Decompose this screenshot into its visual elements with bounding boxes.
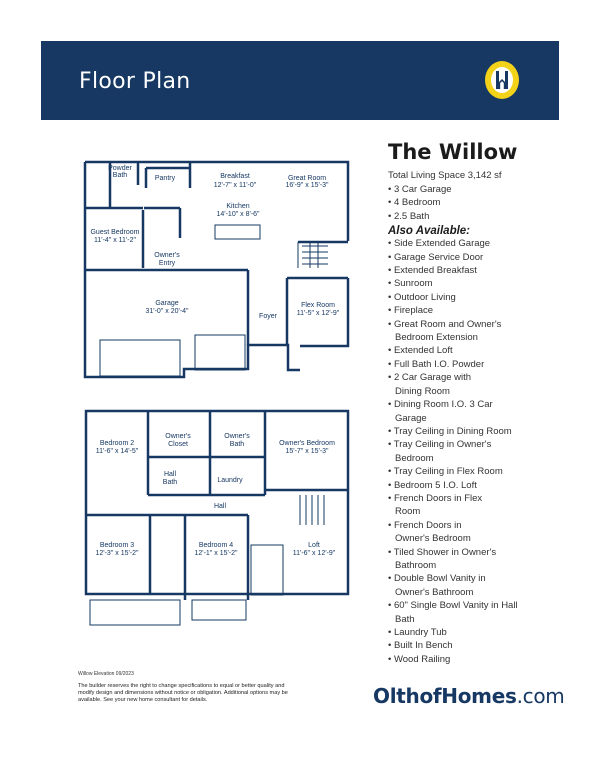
option-item: Outdoor Living [388, 291, 568, 304]
svg-text:14'-10" x 8'-6": 14'-10" x 8'-6" [216, 211, 260, 218]
option-item: Built In Bench [388, 639, 568, 652]
option-item: Great Room and Owner's Bedroom Extension [388, 318, 535, 345]
standard-features-list: 3 Car Garage 4 Bedroom 2.5 Bath [388, 183, 568, 223]
olthof-logo-icon [485, 61, 519, 99]
svg-text:12'-1" x 15'-2": 12'-1" x 15'-2" [194, 550, 238, 557]
svg-text:15'-7" x 15'-3": 15'-7" x 15'-3" [285, 448, 329, 455]
svg-text:Foyer: Foyer [259, 313, 278, 320]
svg-text:Owner's Bedroom: Owner's Bedroom [279, 440, 335, 447]
svg-text:Pantry: Pantry [155, 175, 176, 182]
room-breakfast: Breakfast [220, 173, 250, 180]
feature-item: 2.5 Bath [388, 210, 568, 223]
page-title: Floor Plan [79, 69, 191, 94]
option-item: Dining Room I.O. 3 Car Garage [388, 398, 495, 425]
option-item: Side Extended Garage [388, 237, 568, 250]
brand-tld: .com [516, 684, 565, 708]
brand-name: OlthofHomes [373, 684, 517, 708]
option-item: Tray Ceiling in Flex Room [388, 465, 568, 478]
model-name: The Willow [388, 140, 518, 164]
svg-text:Garage: Garage [155, 300, 178, 307]
option-item: French Doors in Flex Room [388, 492, 485, 519]
total-living-space: Total Living Space 3,142 sf [388, 170, 502, 181]
option-item: French Doors in Owner's Bedroom [388, 519, 495, 546]
header-banner: Floor Plan [41, 41, 559, 120]
svg-text:Kitchen: Kitchen [226, 203, 249, 210]
svg-text:Powder: Powder [108, 165, 132, 172]
option-item: Tray Ceiling in Owner's Bedroom [388, 438, 505, 465]
model-info-panel: The Willow Total Living Space 3,142 sf 3… [388, 140, 568, 666]
option-item: Laundry Tub [388, 626, 568, 639]
option-item: Bedroom 5 I.O. Loft [388, 479, 568, 492]
svg-text:12'-3" x 15'-2": 12'-3" x 15'-2" [95, 550, 139, 557]
svg-text:Closet: Closet [168, 441, 188, 448]
svg-text:Owner's: Owner's [165, 433, 191, 440]
first-floor-plan: Pantry Powder Bath Breakfast 12'-7" x 11… [70, 150, 370, 390]
option-item: Garage Service Door [388, 251, 568, 264]
option-item: Extended Loft [388, 344, 568, 357]
svg-text:11'-6" x 14'-5": 11'-6" x 14'-5" [96, 448, 139, 455]
svg-text:Entry: Entry [159, 260, 176, 267]
svg-text:31'-0" x 20'-4": 31'-0" x 20'-4" [145, 308, 189, 315]
room-great-room: Great Room [288, 175, 326, 182]
svg-text:Bedroom 3: Bedroom 3 [100, 542, 134, 549]
svg-text:11'-6" x 12'-9": 11'-6" x 12'-9" [293, 550, 336, 557]
plan-code: Willow Elevation 09/2023 [78, 671, 134, 677]
also-available-heading: Also Available: [388, 225, 471, 238]
svg-text:11'-4" x 11'-2": 11'-4" x 11'-2" [94, 237, 137, 244]
svg-text:Hall: Hall [164, 471, 177, 478]
option-item: Sunroom [388, 277, 568, 290]
svg-text:Bath: Bath [113, 172, 128, 179]
option-item: Fireplace [388, 304, 568, 317]
option-item: 2 Car Garage with Dining Room [388, 371, 495, 398]
svg-text:Loft: Loft [308, 542, 320, 549]
options-list: Side Extended Garage Garage Service Door… [388, 237, 568, 666]
svg-text:Flex Room: Flex Room [301, 302, 335, 309]
brand-website: OlthofHomes.com [373, 684, 565, 708]
svg-text:Bedroom 4: Bedroom 4 [199, 542, 233, 549]
second-floor-plan: Bedroom 2 11'-6" x 14'-5" Owner's Closet… [70, 400, 370, 640]
svg-text:11'-5" x 12'-9": 11'-5" x 12'-9" [297, 310, 340, 317]
option-item: Tiled Shower in Owner's Bathroom [388, 546, 505, 573]
option-item: Double Bowl Vanity in Owner's Bathroom [388, 572, 515, 599]
svg-text:16'-9" x 15'-3": 16'-9" x 15'-3" [285, 182, 329, 189]
svg-text:12'-7" x 11'-0": 12'-7" x 11'-0" [214, 182, 257, 189]
svg-text:Bedroom 2: Bedroom 2 [100, 440, 134, 447]
option-item: Tray Ceiling in Dining Room [388, 425, 568, 438]
option-item: 60" Single Bowl Vanity in Hall Bath [388, 599, 525, 626]
svg-text:Owner's: Owner's [224, 433, 250, 440]
svg-text:Laundry: Laundry [217, 477, 243, 484]
feature-item: 3 Car Garage [388, 183, 568, 196]
svg-text:Bath: Bath [230, 441, 245, 448]
svg-text:Hall: Hall [214, 503, 227, 510]
option-item: Full Bath I.O. Powder [388, 358, 568, 371]
feature-item: 4 Bedroom [388, 196, 568, 209]
option-item: Extended Breakfast [388, 264, 568, 277]
option-item: Wood Railing [388, 653, 568, 666]
svg-text:Owner's: Owner's [154, 252, 180, 259]
svg-text:Guest Bedroom: Guest Bedroom [90, 229, 139, 236]
disclaimer-text: The builder reserves the right to change… [78, 683, 288, 703]
svg-text:Bath: Bath [163, 479, 178, 486]
